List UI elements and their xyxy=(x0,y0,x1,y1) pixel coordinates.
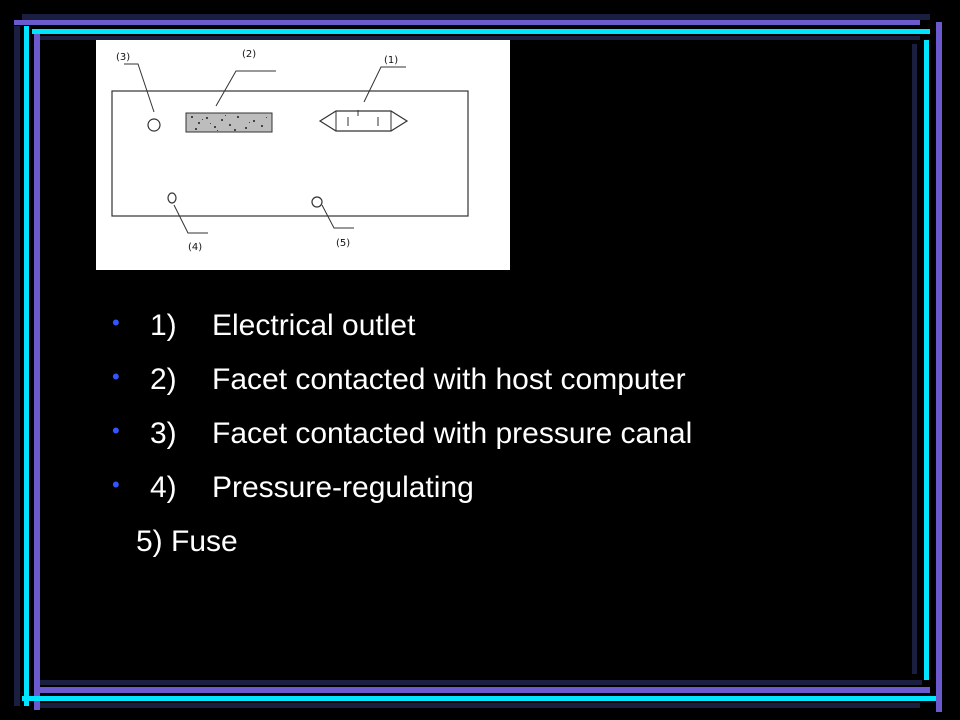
pressure-regulator-4 xyxy=(167,192,177,204)
legend-text: Facet contacted with host computer xyxy=(212,363,686,396)
legend-item-3: • 3) Facet contacted with pressure canal xyxy=(112,416,872,470)
frame-top-dark xyxy=(22,14,930,20)
device-panel-diagram: (3) (2) (1) ( xyxy=(96,40,510,270)
legend-text: Facet contacted with pressure canal xyxy=(212,417,693,450)
callout-2: (2) xyxy=(242,49,256,60)
leader-2 xyxy=(215,70,276,107)
frame-left-violet xyxy=(34,34,40,710)
panel-drawing: (3) (2) (1) ( xyxy=(111,49,469,253)
legend-number: 2) xyxy=(150,363,177,396)
frame-top-violet xyxy=(14,20,920,25)
frame-top-navy xyxy=(40,36,920,40)
legend-text: Electrical outlet xyxy=(212,309,416,342)
frame-right-violet xyxy=(936,22,942,712)
frame-right-navy xyxy=(912,44,917,674)
callout-5: (5) xyxy=(336,238,350,249)
frame-right-cyan xyxy=(924,40,929,680)
round-socket-3 xyxy=(147,118,161,132)
bullet-icon: • xyxy=(112,472,120,497)
callout-3: (3) xyxy=(116,52,130,63)
legend-number: 1) xyxy=(150,309,177,342)
callout-1: (1) xyxy=(384,55,398,66)
frame-bottom-violet xyxy=(40,687,930,693)
frame-left-dark xyxy=(14,26,20,706)
frame-bottom-navy xyxy=(40,680,922,685)
panel-outline xyxy=(111,90,469,217)
legend-list: • 1) Electrical outlet • 2) Facet contac… xyxy=(112,308,872,578)
leader-3 xyxy=(124,63,155,113)
leader-1 xyxy=(363,66,406,103)
stipple-pattern xyxy=(191,115,267,131)
electrical-outlet xyxy=(318,110,409,132)
bullet-icon: • xyxy=(112,310,120,335)
leader-4 xyxy=(173,204,208,234)
frame-top-cyan xyxy=(32,29,930,34)
callout-4: (4) xyxy=(188,242,202,253)
bullet-icon: • xyxy=(112,364,120,389)
legend-item-2: • 2) Facet contacted with host computer xyxy=(112,362,872,416)
bullet-icon: • xyxy=(112,418,120,443)
legend-text: Pressure-regulating xyxy=(212,471,474,504)
frame-bottom-dark xyxy=(40,703,920,708)
legend-number: 3) xyxy=(150,417,177,450)
leader-5 xyxy=(321,204,354,229)
frame-left-cyan xyxy=(24,26,29,706)
frame-bottom-cyan xyxy=(22,696,936,701)
legend-item-4: • 4) Pressure-regulating xyxy=(112,470,872,524)
legend-item-1: • 1) Electrical outlet xyxy=(112,308,872,362)
legend-item-5: 5) Fuse xyxy=(136,525,238,558)
fuse-5 xyxy=(311,196,323,208)
legend-number: 4) xyxy=(150,471,177,504)
